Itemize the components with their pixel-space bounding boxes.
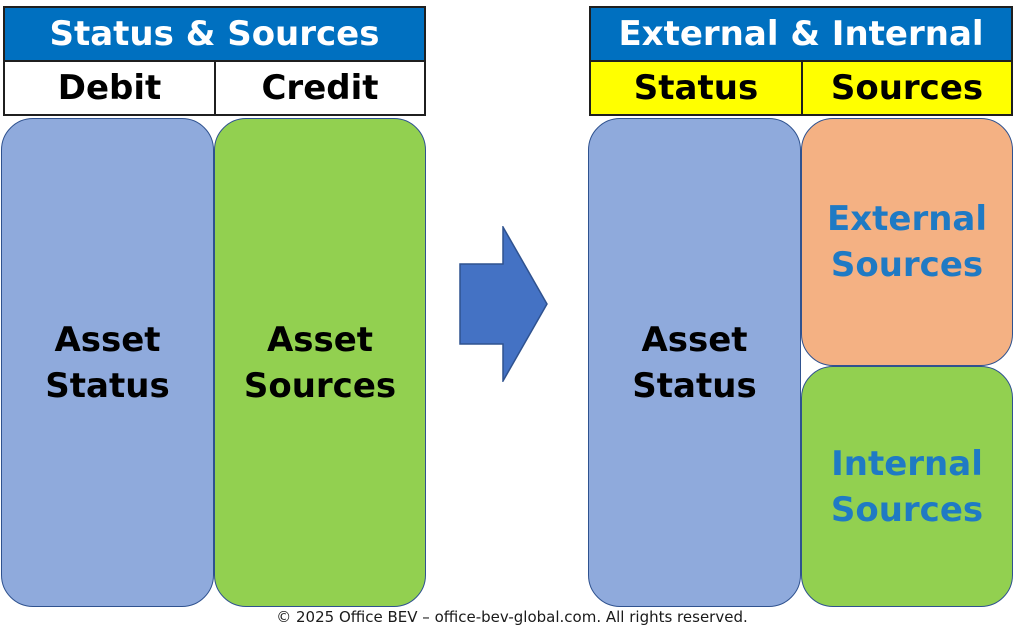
internal-sources-line2: Sources (830, 489, 984, 530)
sources-label: Sources (830, 68, 984, 108)
copyright-notice: © 2025 Office BEV – office-bev-global.co… (276, 608, 748, 626)
right-asset-status-block: Asset Status (588, 118, 801, 607)
left-asset-sources-line1: Asset (266, 319, 374, 360)
right-title-bar: External & Internal (589, 6, 1013, 62)
internal-sources-line1: Internal (831, 443, 983, 484)
debit-label: Debit (57, 68, 162, 108)
right-asset-status-line2: Status (632, 365, 757, 406)
left-asset-status-block: Asset Status (1, 118, 214, 607)
status-header: Status (589, 60, 803, 116)
left-asset-sources-block: Asset Sources (214, 118, 426, 607)
status-label: Status (633, 68, 759, 108)
right-title: External & Internal (618, 14, 984, 54)
credit-label: Credit (261, 68, 379, 108)
left-asset-status-line1: Asset (54, 319, 161, 360)
external-sources-line1: External (826, 199, 988, 239)
external-sources-block: External Sources (801, 118, 1013, 366)
right-arrow-icon (459, 226, 548, 382)
left-title: Status & Sources (49, 14, 380, 54)
right-asset-status-line1: Asset (641, 319, 748, 360)
debit-header: Debit (3, 60, 216, 116)
left-asset-sources-line2: Sources (243, 365, 397, 406)
internal-sources-block: Internal Sources (801, 366, 1013, 607)
left-title-bar: Status & Sources (3, 6, 426, 62)
sources-header: Sources (801, 60, 1013, 116)
external-sources-line2: Sources (830, 245, 984, 285)
credit-header: Credit (214, 60, 426, 116)
left-asset-status-line2: Status (45, 365, 170, 406)
